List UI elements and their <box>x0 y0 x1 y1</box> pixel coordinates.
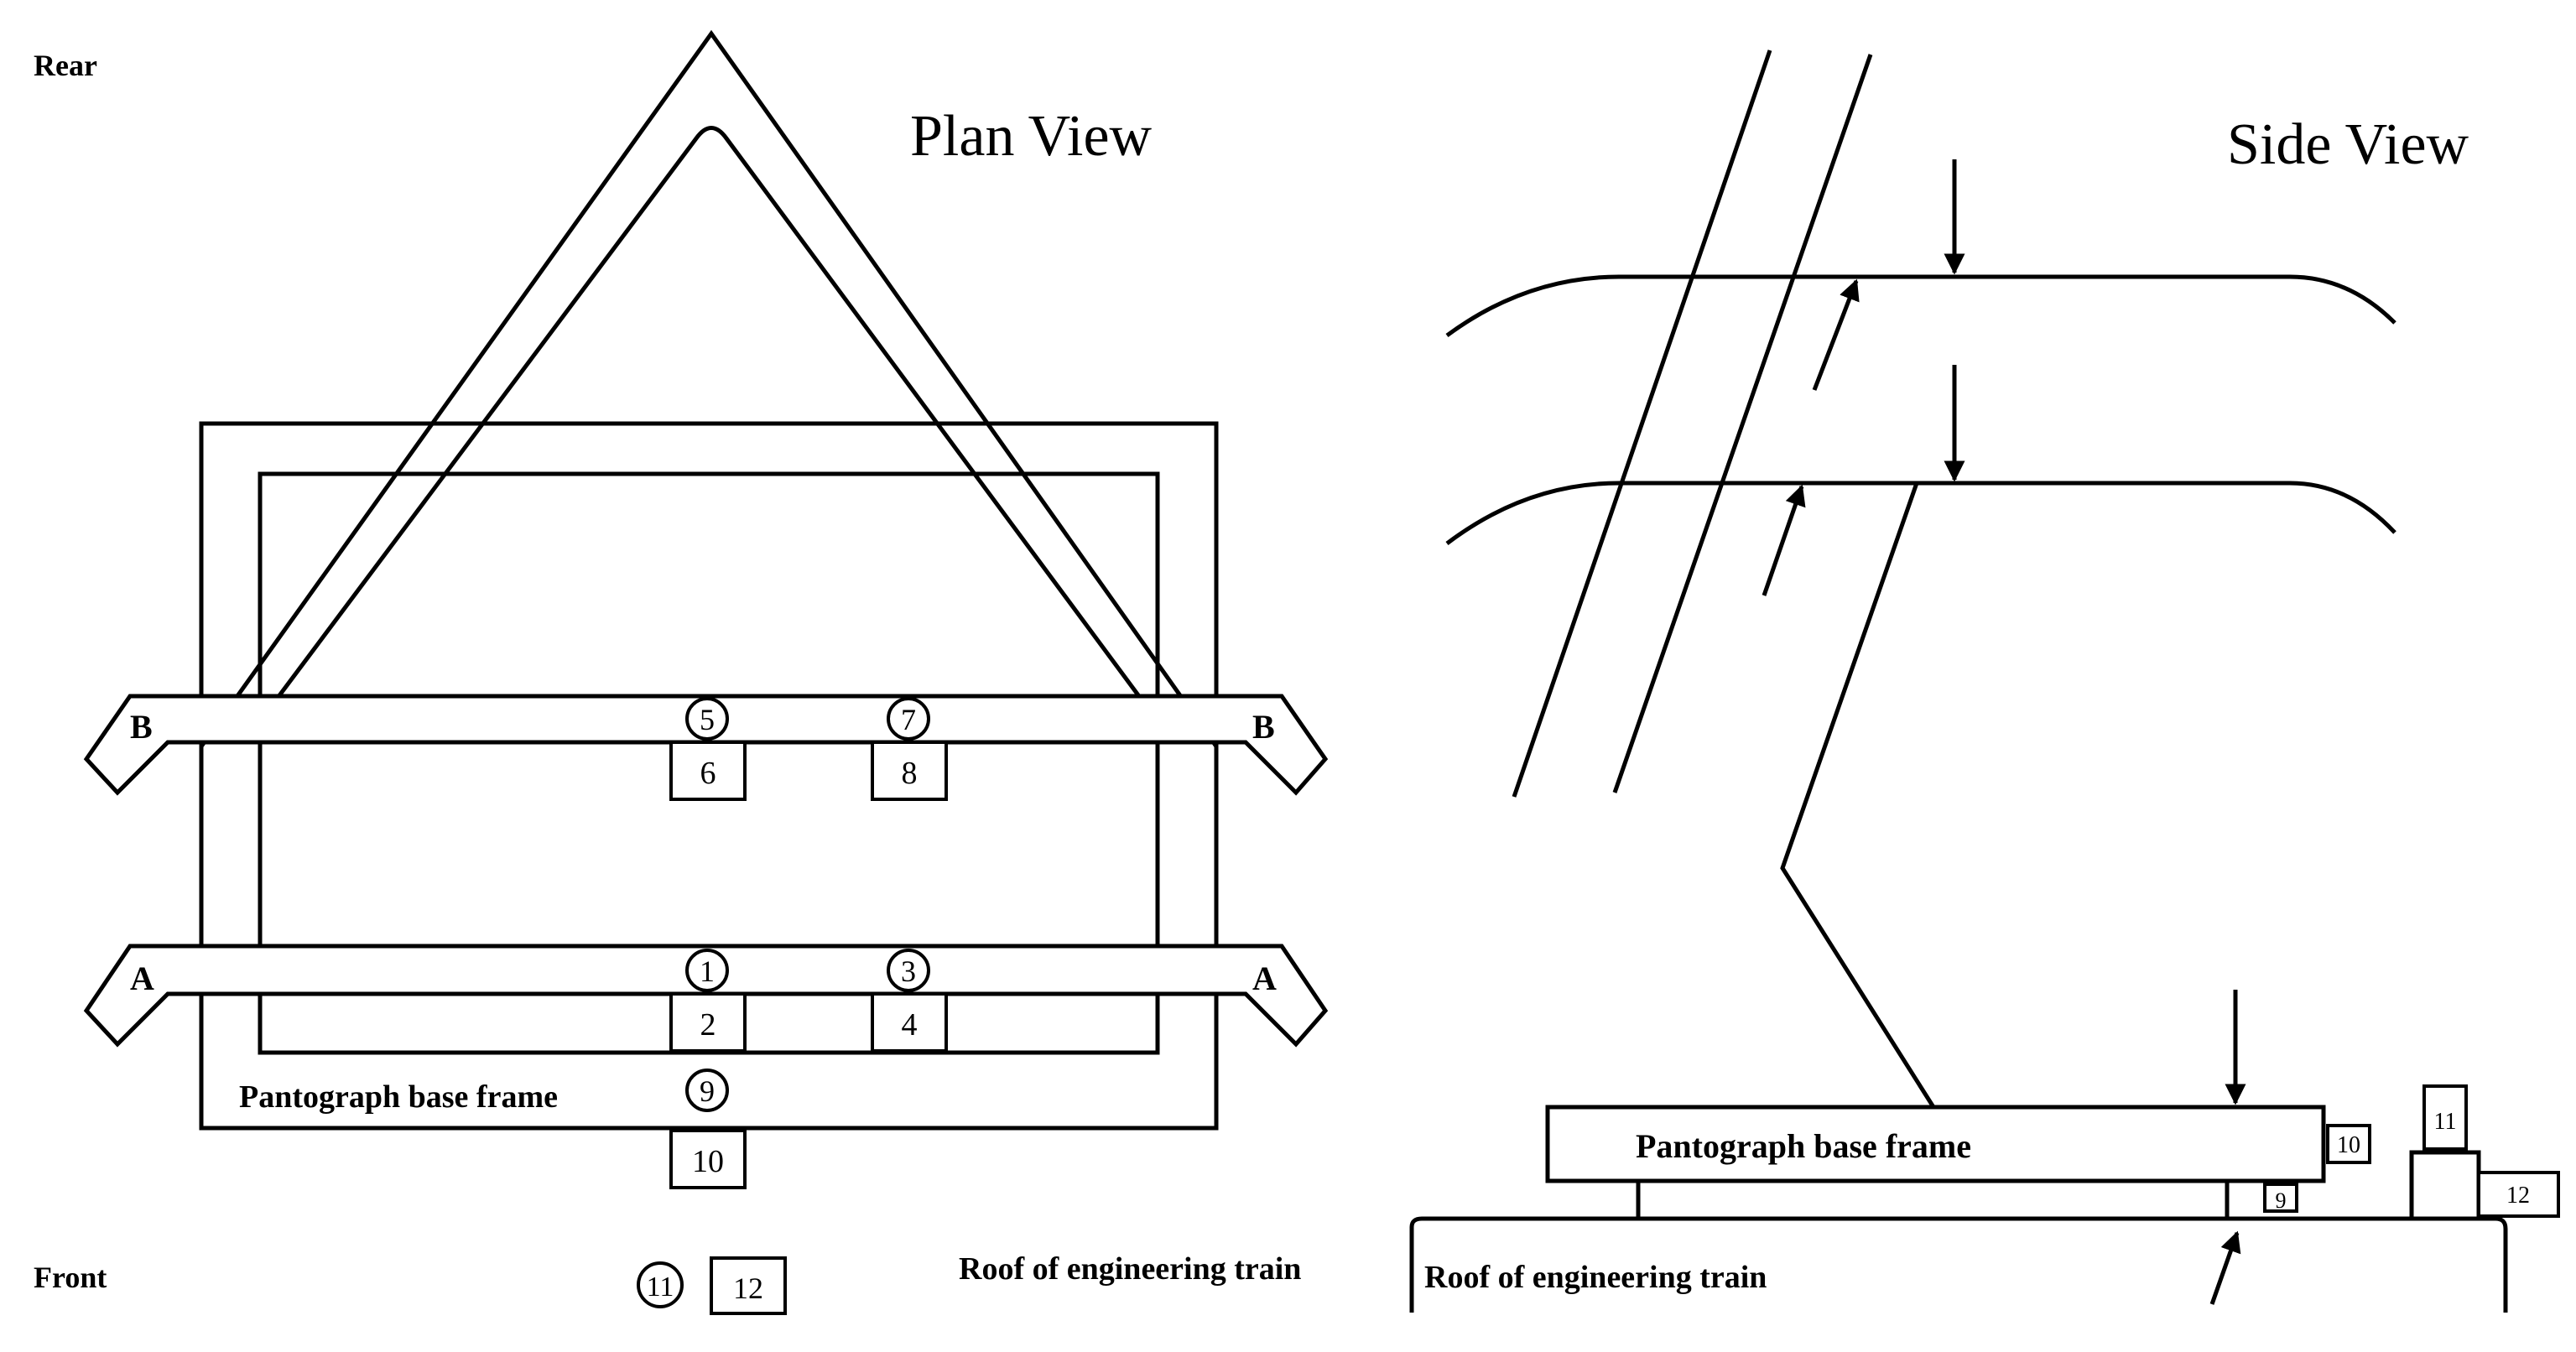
sensor-5-label: 5 <box>700 703 715 736</box>
contact-wire-2 <box>1612 54 1873 793</box>
sensor-3-label: 3 <box>901 954 916 988</box>
bar-a <box>83 944 1329 1048</box>
sensor-11-label: 11 <box>647 1271 674 1303</box>
arm-inner <box>258 126 1160 723</box>
side-sensor-9-label: 9 <box>2276 1188 2287 1213</box>
sensor-5-circle <box>685 697 729 741</box>
side-sensor-10-label: 10 <box>2337 1132 2360 1158</box>
sensor-10-box <box>669 1129 747 1189</box>
sensor-2-label: 2 <box>700 1007 716 1043</box>
side-sensor-9-box <box>2263 1183 2298 1213</box>
side-sensor-10-box <box>2326 1124 2371 1164</box>
plan-view: Rear Plan View B B A A 5 7 6 8 1 3 2 4 <box>34 29 1329 1315</box>
force-arrow-lower-up <box>1762 484 1806 596</box>
side-roof-label: Roof of engineering train <box>1424 1260 1767 1295</box>
sensor-9-label: 9 <box>700 1074 715 1108</box>
sensor-8-box <box>871 741 948 801</box>
side-sensor-11-label: 11 <box>2434 1109 2457 1135</box>
collector-strip-upper <box>1445 274 2396 338</box>
sensor-7-label: 7 <box>901 703 916 736</box>
sensor-4-box <box>871 992 948 1053</box>
rear-label: Rear <box>34 49 97 82</box>
train-roof <box>1409 1216 2508 1313</box>
sensor-12-box <box>710 1256 787 1315</box>
base-frame-outer <box>199 421 1219 1131</box>
collector-strip-lower <box>1445 481 2396 545</box>
side-sensor-11-box <box>2422 1084 2468 1151</box>
bar-a-right-label: A <box>1252 959 1277 997</box>
sensor-11-circle <box>637 1261 684 1308</box>
arm-outer <box>199 29 1219 748</box>
plan-view-title: Plan View <box>910 104 1153 169</box>
sensor-8-label: 8 <box>902 756 918 791</box>
front-label: Front <box>34 1261 107 1294</box>
side-sensor-12-box <box>2477 1171 2560 1218</box>
sensor-6-label: 6 <box>700 756 716 791</box>
side-view: Side View Roof of engineering train Pant… <box>1409 49 2560 1313</box>
side-sensor-12-label: 12 <box>2506 1183 2530 1209</box>
bar-b-right-label: B <box>1252 708 1275 746</box>
sensor-6-box <box>669 741 747 801</box>
sensor-9-circle <box>685 1069 729 1112</box>
force-arrow-upper-up <box>1812 278 1860 391</box>
sensor-7-circle <box>887 697 930 741</box>
bar-a-left-label: A <box>130 959 154 997</box>
side-mount-block <box>2409 1150 2481 1221</box>
bar-b <box>83 694 1329 796</box>
sensor-10-label: 10 <box>692 1144 724 1179</box>
side-view-title: Side View <box>2227 112 2469 177</box>
force-arrow-roof-up <box>2209 1230 2241 1305</box>
sensor-3-circle <box>887 949 930 992</box>
plan-base-frame-label: Pantograph base frame <box>239 1079 558 1115</box>
plan-roof-label: Roof of engineering train <box>959 1251 1301 1287</box>
sensor-2-box <box>669 992 747 1053</box>
side-base-frame <box>1545 1105 2326 1183</box>
pantograph-arm <box>1780 482 1936 1109</box>
side-base-frame-label: Pantograph base frame <box>1636 1127 1971 1165</box>
sensor-12-label: 12 <box>733 1271 763 1305</box>
contact-wire-1 <box>1512 49 1772 798</box>
sensor-1-label: 1 <box>700 954 715 988</box>
sensor-4-label: 4 <box>902 1007 918 1043</box>
bar-b-left-label: B <box>130 708 153 746</box>
sensor-1-circle <box>685 949 729 992</box>
